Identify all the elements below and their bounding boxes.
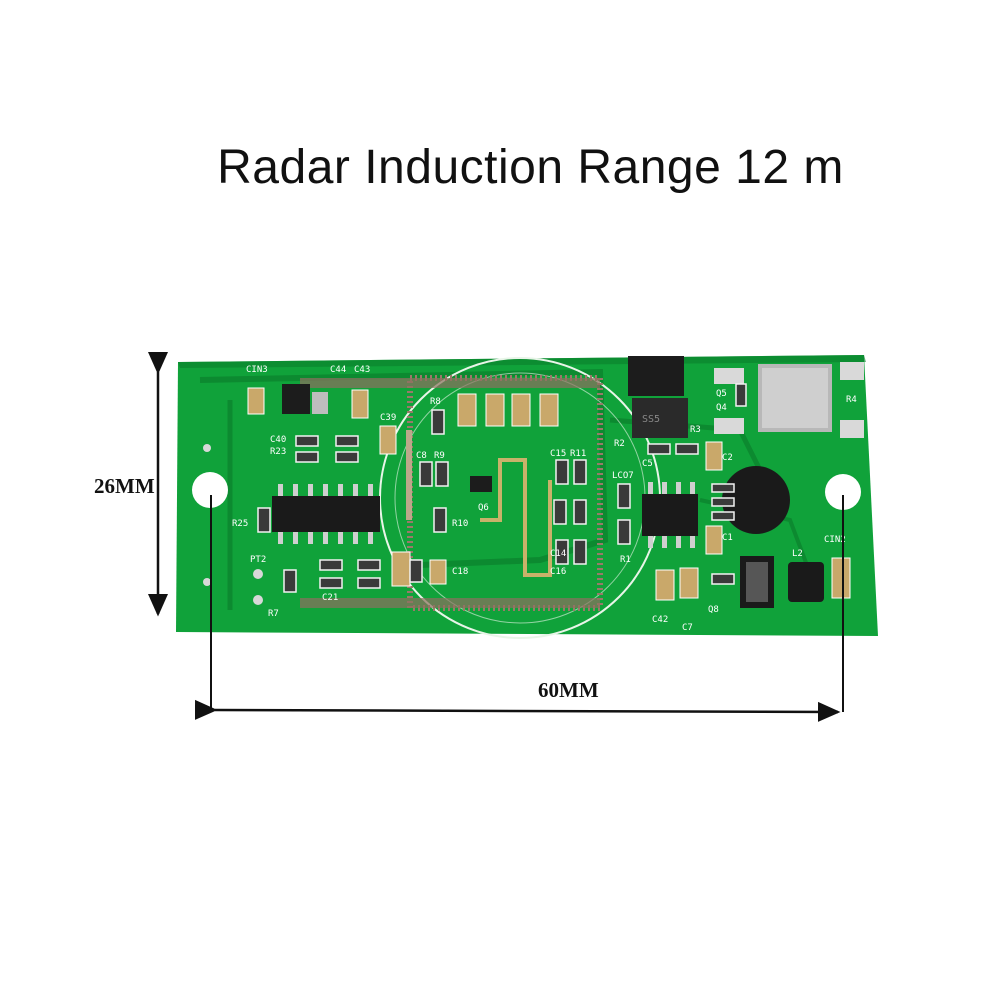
silk-label: CIN3 — [246, 365, 268, 375]
width-dimension-line — [194, 699, 841, 722]
silk-label: C15 — [550, 449, 566, 459]
silk-label: R4 — [846, 395, 857, 405]
silk-label: R23 — [270, 447, 286, 457]
silk-label: R8 — [430, 397, 441, 407]
silk-label: LCO7 — [612, 471, 634, 481]
silk-label: R7 — [268, 609, 279, 619]
silk-label: L2 — [792, 549, 803, 559]
silk-label: C18 — [452, 567, 468, 577]
silk-label: C7 — [682, 623, 693, 633]
silk-label: PT2 — [250, 555, 266, 565]
width-dimension-label: 60MM — [538, 678, 599, 702]
silk-label: Q5 — [716, 389, 727, 399]
silk-label: R1 — [620, 555, 631, 565]
silk-label: R11 — [570, 449, 586, 459]
silk-label: C1 — [722, 533, 733, 543]
dimension-lines — [148, 352, 844, 722]
silk-label: C44 — [330, 365, 346, 375]
silk-label: R9 — [434, 451, 445, 461]
silk-label: Q4 — [716, 403, 727, 413]
silk-label: C43 — [354, 365, 370, 375]
silk-label: R25 — [232, 519, 248, 529]
svg-text:SS5: SS5 — [642, 414, 660, 425]
silk-label: C5 — [642, 459, 653, 469]
headline: Radar Induction Range 12 m — [217, 141, 844, 194]
silk-label: Q8 — [708, 605, 719, 615]
silk-label: CIN2 — [824, 535, 846, 545]
silk-label: C14 — [550, 549, 566, 559]
silk-label: R10 — [452, 519, 468, 529]
silk-label: R3 — [690, 425, 701, 435]
silk-label: C8 — [416, 451, 427, 461]
silk-label: R2 — [614, 439, 625, 449]
height-dimension-label: 26MM — [94, 474, 155, 498]
silk-label: C39 — [380, 413, 396, 423]
components: SS5 — [247, 356, 864, 608]
silk-label: C21 — [322, 593, 338, 603]
silk-label: C2 — [722, 453, 733, 463]
silk-label: Q6 — [478, 503, 489, 513]
silk-label: C40 — [270, 435, 286, 445]
silk-label: C16 — [550, 567, 566, 577]
silkscreen-labels: CIN3 C44 C43 C39 C40 R23 R25 C8 R9 R10 C… — [232, 365, 857, 633]
silk-label: C42 — [652, 615, 668, 625]
